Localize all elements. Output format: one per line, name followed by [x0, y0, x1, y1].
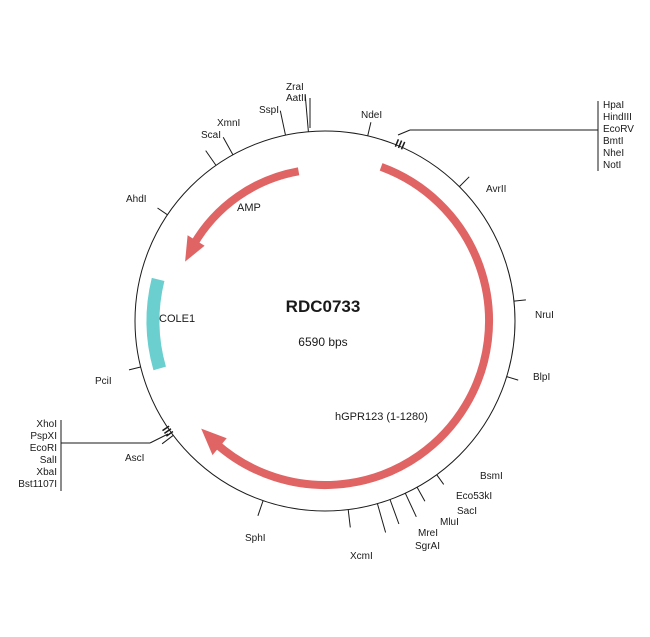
site-label-sspi[interactable]: SspI — [259, 105, 279, 116]
site-tick-sspi — [279, 110, 286, 136]
site-tick-bsmi — [436, 474, 445, 485]
site-label-eco53ki[interactable]: Eco53kI — [456, 491, 492, 502]
site-group-leaders — [60, 98, 599, 491]
site-tick-sphi — [257, 500, 264, 516]
site-tick-ndei — [367, 122, 372, 137]
site-label-sali[interactable]: SalI — [40, 455, 57, 466]
mcs1-tick-a — [394, 139, 400, 147]
site-tick-mrei — [376, 503, 387, 533]
site-label-hpai[interactable]: HpaI — [603, 100, 624, 111]
plasmid-name: RDC0733 — [286, 297, 361, 316]
amp-arrow-head[interactable] — [185, 235, 205, 262]
site-tick-mlui — [389, 499, 400, 525]
mcs1-tick-b — [397, 140, 403, 149]
site-label-noti[interactable]: NotI — [603, 160, 621, 171]
plasmid-backbone — [134, 130, 516, 512]
hgpr123-feature-arc[interactable] — [212, 163, 494, 489]
site-ticks — [128, 94, 526, 533]
mcs2-tick-c — [165, 430, 174, 437]
cole1-label: COLE1 — [159, 313, 195, 325]
site-label-bsmi[interactable]: BsmI — [480, 471, 503, 482]
mcs1-tick-c — [400, 141, 406, 150]
site-tick-xcmi — [347, 509, 351, 528]
hgpr123-arrow-head[interactable] — [201, 428, 227, 456]
site-tick-saci — [404, 492, 417, 518]
site-label-pcii[interactable]: PciI — [95, 376, 112, 387]
mcs2-tick-b — [163, 428, 172, 435]
mcs2-tick-a — [162, 425, 170, 432]
site-tick-eco53ki — [416, 486, 426, 502]
site-label-nhei[interactable]: NheI — [603, 148, 624, 159]
mcs1-leader-diag — [397, 129, 411, 136]
site-tick-blpi — [506, 376, 519, 381]
site-label-hindiii[interactable]: HindIII — [603, 112, 632, 123]
site-tick-ahdi — [157, 207, 168, 216]
site-label-ecori[interactable]: EcoRI — [30, 443, 57, 454]
site-label-sphi[interactable]: SphI — [245, 533, 266, 544]
site-tick-pcii — [128, 366, 141, 371]
site-label-xmni[interactable]: XmnI — [217, 118, 240, 129]
amp-feature-arc[interactable] — [189, 167, 300, 248]
site-label-pspxi[interactable]: PspXI — [30, 431, 57, 442]
site-label-ndei[interactable]: NdeI — [361, 110, 382, 121]
site-label-xhoi[interactable]: XhoI — [36, 419, 57, 430]
site-tick-nrui — [513, 299, 526, 302]
site-label-scai[interactable]: ScaI — [201, 130, 221, 141]
site-label-mrei[interactable]: MreI — [418, 528, 438, 539]
site-label-bst1107i[interactable]: Bst1107I — [18, 479, 57, 490]
site-label-avrii[interactable]: AvrII — [486, 184, 506, 195]
site-label-asci[interactable]: AscI — [125, 453, 144, 464]
site-label-ahdi[interactable]: AhdI — [126, 194, 147, 205]
site-tick-xmni — [222, 137, 234, 156]
amp-label: AMP — [237, 202, 261, 214]
site-label-nrui[interactable]: NruI — [535, 310, 554, 321]
site-tick-avrii — [459, 176, 470, 187]
cole1-feature-arc[interactable] — [146, 277, 166, 371]
site-label-aatii[interactable]: AatII — [286, 93, 307, 104]
site-label-saci[interactable]: SacI — [457, 506, 477, 517]
mcs2-leader-diag — [149, 433, 169, 444]
site-label-bmti[interactable]: BmtI — [603, 136, 624, 147]
site-tick-asci — [161, 434, 174, 445]
site-label-xbai[interactable]: XbaI — [36, 467, 57, 478]
site-label-blpi[interactable]: BlpI — [533, 372, 550, 383]
site-tick-scai — [205, 150, 217, 166]
site-label-mlui[interactable]: MluI — [440, 517, 459, 528]
plasmid-size: 6590 bps — [298, 335, 347, 349]
site-label-xcmi[interactable]: XcmI — [350, 551, 373, 562]
site-tick-zrai — [304, 94, 309, 132]
site-label-sgrai[interactable]: SgrAI — [415, 541, 440, 552]
site-label-ecorv[interactable]: EcoRV — [603, 124, 634, 135]
hgpr123-label: hGPR123 (1-1280) — [335, 411, 428, 423]
site-label-zrai[interactable]: ZraI — [286, 82, 304, 93]
